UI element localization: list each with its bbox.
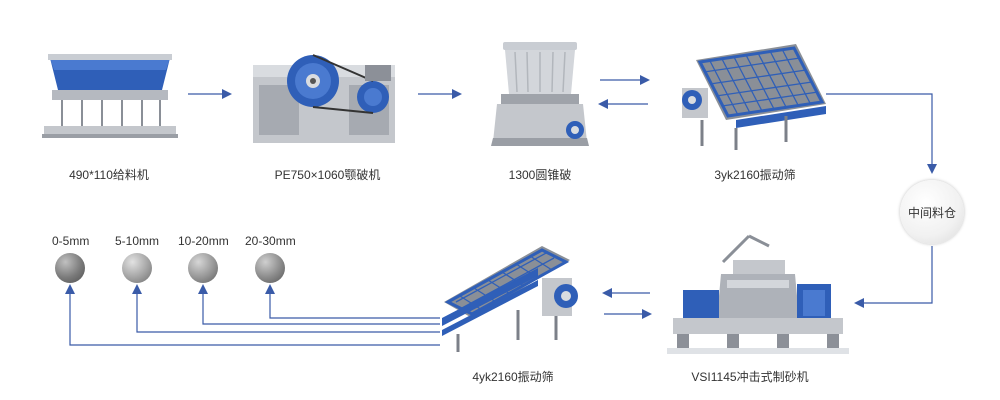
arrow-output-20-30 [265, 284, 440, 319]
product-label-0-5: 0-5mm [52, 234, 90, 248]
screen-4yk-label: 4yk2160振动筛 [472, 370, 554, 384]
stone-sample-0-5 [55, 253, 85, 283]
intermediate-bin-node: 中间料仓 [900, 180, 964, 244]
feeder-label: 490*110给料机 [69, 168, 149, 182]
product-label-20-30: 20-30mm [245, 234, 296, 248]
arrow-output-5-10 [132, 284, 440, 333]
stone-sample-5-10 [122, 253, 152, 283]
sand-maker-image [667, 234, 849, 354]
arrow-output-10-20 [198, 284, 440, 325]
screen-4yk-image [442, 246, 578, 352]
arrow-output-0-5 [65, 284, 440, 346]
product-label-10-20: 10-20mm [178, 234, 229, 248]
product-label-5-10: 5-10mm [115, 234, 160, 248]
screen-3yk-label: 3yk2160振动筛 [714, 168, 796, 182]
stone-sample-20-30 [255, 253, 285, 283]
stone-sample-10-20 [188, 253, 218, 283]
cone-crusher-label: 1300圆锥破 [508, 168, 572, 182]
arrow-bin-to-sandmaker [854, 246, 933, 308]
cone-crusher-image [491, 42, 589, 146]
sand-maker-label: VSI1145冲击式制砂机 [691, 370, 809, 384]
screen-3yk-image [682, 44, 826, 150]
feeder-machine-image [42, 54, 178, 138]
jaw-crusher-image [253, 54, 395, 143]
arrow-screen-to-bin [826, 93, 937, 174]
jaw-crusher-label: PE750×1060颚破机 [274, 168, 381, 182]
